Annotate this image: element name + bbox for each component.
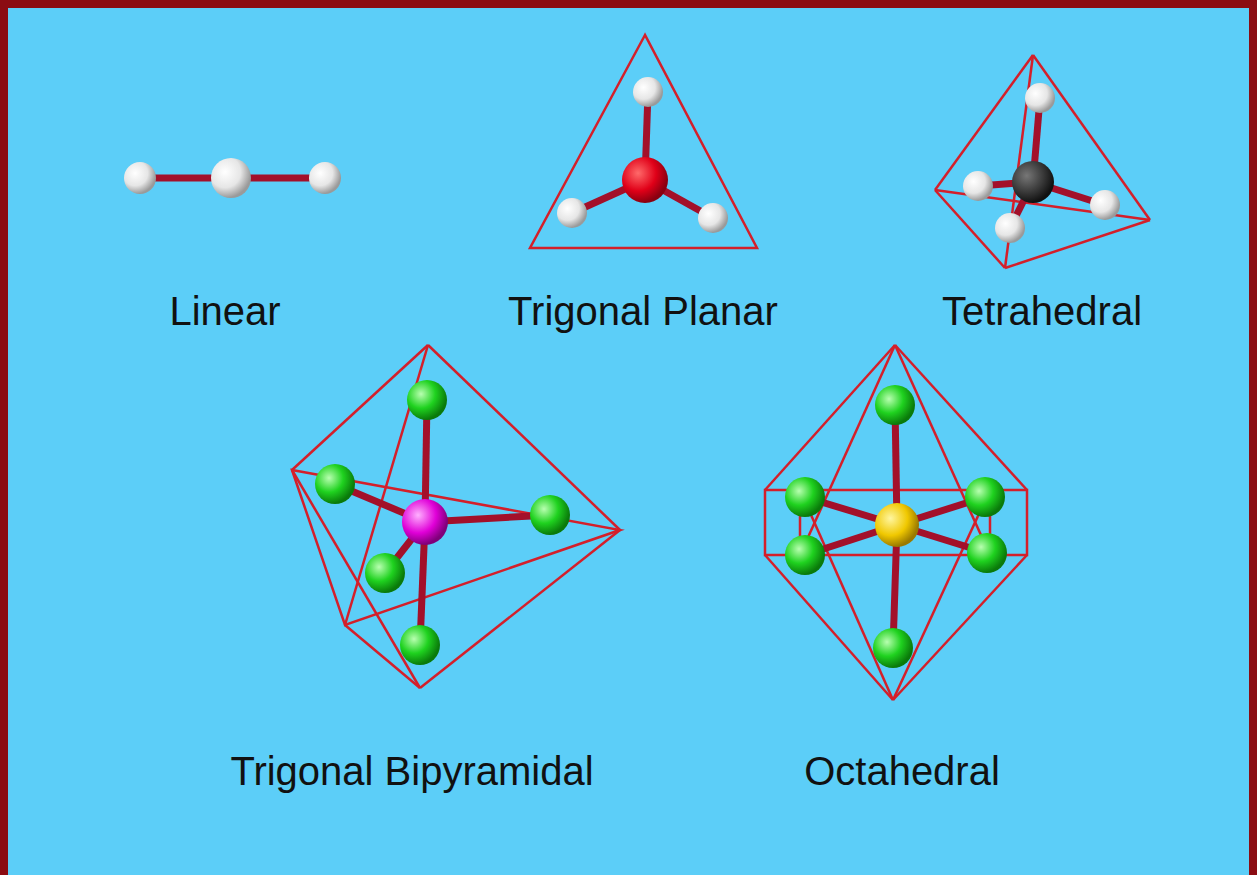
frame-bar (0, 0, 8, 875)
trigonal-planar-molecule (530, 35, 757, 248)
tetrahedral-molecule (935, 55, 1150, 268)
geometry-label: Trigonal Planar (508, 288, 778, 334)
frame-bar (0, 0, 1257, 8)
geometry-label: Tetrahedral (942, 288, 1142, 334)
geometry-label: Trigonal Bipyramidal (230, 748, 593, 794)
geometry-label: Linear (169, 288, 280, 334)
frame-bar (1249, 0, 1257, 875)
octahedral-molecule (765, 345, 1027, 700)
linear-molecule (124, 158, 341, 198)
geometry-label: Octahedral (804, 748, 1000, 794)
trigonal-bipyramidal-molecule (292, 345, 620, 688)
